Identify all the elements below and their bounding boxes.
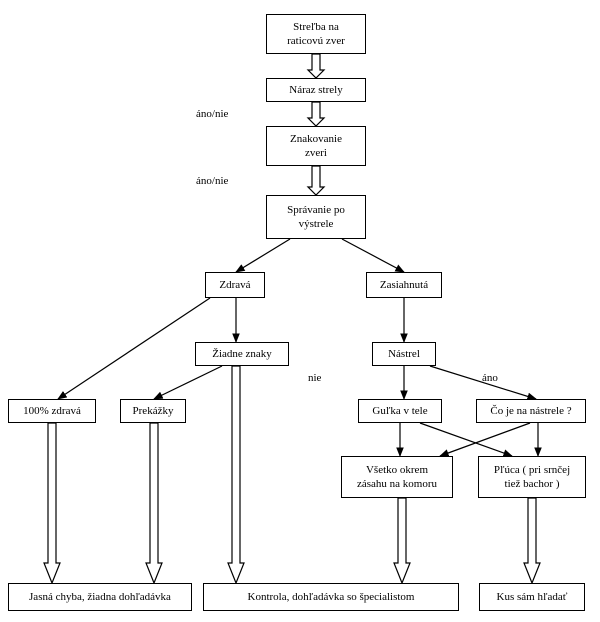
arrow-prekazky-jasna-chyba bbox=[145, 422, 163, 585]
label-ano-nie-1: áno/nie bbox=[196, 108, 229, 120]
node-kontrola: Kontrola, dohľadávka so špecialistom bbox=[203, 583, 459, 611]
node-naraz: Náraz strely bbox=[266, 78, 366, 102]
node-pluca: Pľúca ( pri srnčej tiež bachor ) bbox=[478, 456, 586, 498]
label-ano-nie-2: áno/nie bbox=[196, 175, 229, 187]
node-spravanie: Správanie po výstrele bbox=[266, 195, 366, 239]
node-prekazky: Prekážky bbox=[120, 399, 186, 423]
arrow-naraz-znakovanie bbox=[306, 101, 326, 127]
arrow-100-zdrava-jasna-chyba bbox=[43, 422, 61, 585]
arrow-pluca-kus-sam bbox=[523, 497, 541, 585]
edge-co-je-vsetko bbox=[439, 422, 531, 457]
edge-zdrava-100-zdrava bbox=[57, 297, 211, 400]
node-co-je: Čo je na nástrele ? bbox=[476, 399, 586, 423]
arrow-znakovanie-spravanie bbox=[306, 165, 326, 196]
node-ziadne-znaky: Žiadne znaky bbox=[195, 342, 289, 366]
node-zasiahnuta: Zasiahnutá bbox=[366, 272, 442, 298]
node-znakovanie: Znakovanie zveri bbox=[266, 126, 366, 166]
edge-spravanie-zdrava bbox=[235, 238, 291, 273]
node-nastrel: Nástrel bbox=[372, 342, 436, 366]
node-gulka: Guľka v tele bbox=[358, 399, 442, 423]
edge-spravanie-zasiahnuta bbox=[341, 238, 405, 273]
node-100-zdrava: 100% zdravá bbox=[8, 399, 96, 423]
arrow-strelba-naraz bbox=[306, 53, 326, 79]
edge-nastrel-co-je bbox=[429, 365, 537, 401]
label-nie: nie bbox=[308, 372, 322, 384]
label-ano: áno bbox=[482, 372, 498, 384]
arrow-vsetko-kontrola bbox=[393, 497, 411, 585]
node-vsetko: Všetko okrem zásahu na komoru bbox=[341, 456, 453, 498]
node-zdrava: Zdravá bbox=[205, 272, 265, 298]
edge-ziadne-znaky-prekazky bbox=[153, 365, 223, 400]
edge-gulka-pluca bbox=[419, 422, 513, 457]
node-kus-sam: Kus sám hľadať bbox=[479, 583, 585, 611]
arrow-ziadne-znaky-kontrola bbox=[227, 365, 245, 585]
node-strelba: Streľba na raticovú zver bbox=[266, 14, 366, 54]
node-jasna-chyba: Jasná chyba, žiadna dohľadávka bbox=[8, 583, 192, 611]
